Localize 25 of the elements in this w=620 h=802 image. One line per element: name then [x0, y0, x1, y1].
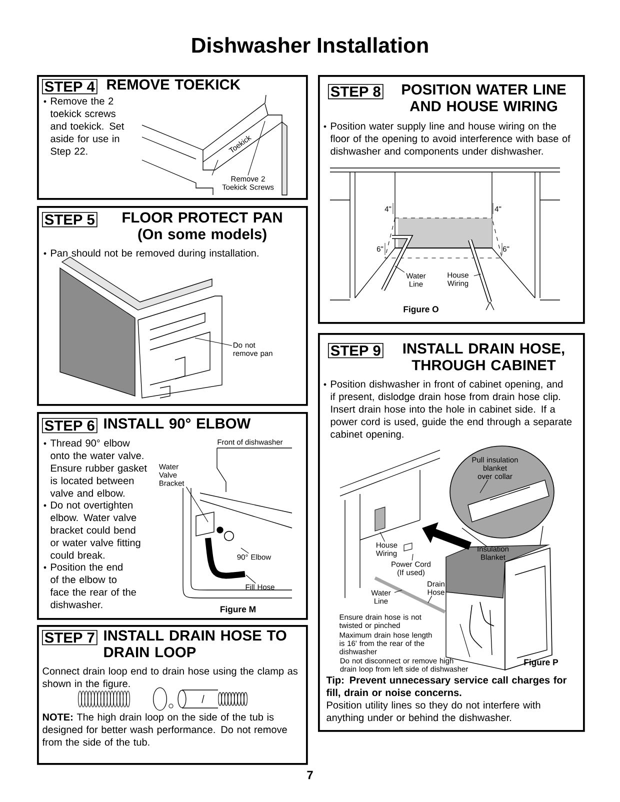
figure-caption: Figure M	[220, 606, 256, 614]
leader-line	[248, 120, 266, 176]
leader-line	[480, 480, 488, 494]
step-badge: STEP 5	[42, 212, 98, 228]
leader-line	[394, 590, 402, 593]
leader-line	[246, 574, 256, 584]
leader-line	[212, 160, 218, 176]
leader-line	[460, 624, 470, 658]
leader-line	[240, 548, 249, 554]
leader-line	[380, 532, 386, 542]
leader-line	[474, 274, 482, 276]
step-badge: STEP 9	[328, 343, 384, 358]
page-number: 7	[307, 770, 313, 780]
leader-line	[186, 486, 208, 522]
figure-caption: Figure O	[404, 306, 438, 314]
leader-line	[194, 338, 232, 346]
figure-caption: Figure P	[524, 658, 558, 668]
step-badge: STEP 7	[42, 630, 98, 646]
leader-line	[394, 266, 405, 273]
step-badge: STEP 8	[328, 84, 384, 100]
page-title: Dishwasher Installation	[192, 37, 428, 53]
step-badge: STEP 6	[42, 418, 98, 434]
leader-line	[412, 554, 414, 561]
leader-line	[428, 596, 432, 604]
step-badge: STEP 4	[42, 79, 98, 94]
